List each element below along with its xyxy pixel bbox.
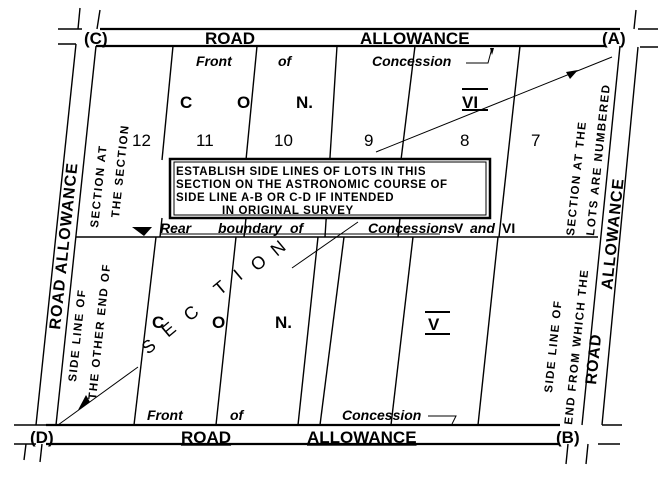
- upper-front-label: Front: [196, 53, 233, 69]
- note-line-1: ESTABLISH SIDE LINES OF LOTS IN THIS: [176, 166, 426, 178]
- lot-number-7: 7: [531, 131, 540, 150]
- section-letter-o: O: [247, 251, 271, 275]
- bottom-road-allowance: [14, 423, 622, 465]
- corner-label-d: (D): [30, 428, 54, 447]
- lower-concession-leader: [428, 415, 457, 425]
- rear-label-num2: VI: [502, 220, 515, 236]
- left-road-allowance: [35, 43, 97, 426]
- section-letter-s: S: [138, 335, 160, 358]
- rear-label-num1: V: [454, 220, 464, 236]
- section-letter-t: T: [210, 277, 231, 299]
- right-note-upper-1: SECTION AT THE: [565, 120, 589, 236]
- rear-boundary-arrow-icon: [132, 227, 152, 236]
- section-diagonal-label: S E C T I O N: [138, 236, 290, 358]
- upper-concession-label: Concession: [372, 53, 451, 69]
- upper-concession-number: VI: [462, 93, 478, 112]
- section-letter-c: C: [180, 301, 203, 325]
- upper-con-letter-c: C: [180, 93, 192, 112]
- diagonal-line-middle: [291, 221, 359, 269]
- lower-con-letter-c: C: [152, 313, 164, 332]
- rear-label-concessions: Concessions: [368, 220, 455, 236]
- corner-label-a: (A): [602, 29, 626, 48]
- right-road-label: ROAD: [583, 333, 605, 386]
- arrow-head-lower-icon: [78, 395, 90, 410]
- note-line-3: SIDE LINE A-B OR C-D IF INTENDED: [176, 192, 394, 204]
- lower-of-label: of: [230, 407, 245, 423]
- diagonal-line-lower: [57, 366, 139, 426]
- note-line-2: SECTION ON THE ASTRONOMIC COURSE OF: [176, 179, 448, 191]
- rear-label-boundary: boundary: [218, 220, 283, 236]
- right-note-lower-1: SIDE LINE OF: [543, 299, 565, 393]
- right-road-allowance-label: ALLOWANCE: [599, 177, 628, 290]
- upper-con-letter-n: N.: [296, 93, 313, 112]
- top-road-label: ROAD: [205, 29, 255, 48]
- arrow-head-upper-icon: [566, 70, 578, 79]
- bottom-allowance-label: ALLOWANCE: [307, 428, 417, 447]
- left-note-lower-2: THE OTHER END OF: [87, 263, 113, 401]
- section-letter-n: N: [267, 236, 290, 260]
- lower-concession-label: Concession: [342, 407, 421, 423]
- lower-lot-lines: [133, 236, 499, 426]
- upper-of-label: of: [278, 53, 293, 69]
- bottom-road-label: ROAD: [181, 428, 231, 447]
- rear-label-rear: Rear: [160, 220, 193, 236]
- lot-number-11: 11: [196, 131, 214, 150]
- lot-number-8: 8: [460, 131, 469, 150]
- lower-con-letter-o: O: [212, 313, 225, 332]
- upper-concession-leader-arrow-icon: [490, 48, 494, 55]
- right-road-allowance: [581, 45, 639, 426]
- lot-number-9: 9: [364, 131, 373, 150]
- left-note-lower-1: SIDE LINE OF: [67, 288, 89, 382]
- corner-label-c: (C): [84, 29, 108, 48]
- note-line-4: IN ORIGINAL SURVEY: [222, 205, 354, 217]
- corner-label-b: (B): [556, 428, 580, 447]
- left-note-upper-1: SECTION AT: [89, 144, 110, 228]
- upper-con-letter-o: O: [237, 93, 250, 112]
- lower-concession-number: V: [428, 315, 440, 334]
- top-allowance-label: ALLOWANCE: [360, 29, 470, 48]
- note-box: [168, 157, 492, 220]
- rear-label-and: and: [470, 220, 495, 236]
- left-note-upper-2: THE SECTION: [110, 124, 132, 219]
- lot-number-12: 12: [132, 131, 151, 150]
- rear-label-of: of: [290, 220, 305, 236]
- lower-front-label: Front: [147, 407, 184, 423]
- top-road-allowance: [58, 7, 658, 48]
- lot-number-10: 10: [274, 131, 293, 150]
- lower-con-letter-n: N.: [275, 313, 292, 332]
- upper-concession-leader: [466, 47, 493, 64]
